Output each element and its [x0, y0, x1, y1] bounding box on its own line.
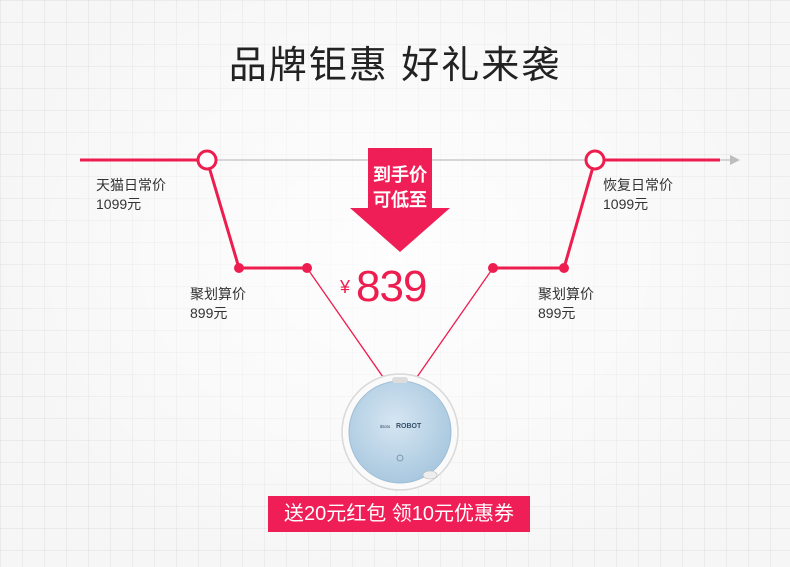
node-juhua-right-1 — [488, 263, 498, 273]
final-price: ¥839 — [340, 262, 427, 312]
price-path-right — [493, 158, 720, 270]
label-tmall-value: 1099元 — [96, 196, 142, 212]
robot-brand-prefix: iBoto — [380, 424, 391, 429]
price-amount: 839 — [356, 262, 427, 311]
node-tmall — [196, 149, 218, 171]
label-juhua-right: 聚划算价 899元 — [538, 285, 594, 323]
label-restore-value: 1099元 — [603, 196, 649, 212]
node-restore — [584, 149, 606, 171]
label-juhua-left: 聚划算价 899元 — [190, 285, 246, 323]
label-juhua-right-name: 聚划算价 — [538, 286, 594, 302]
connector-left — [306, 267, 384, 378]
currency-symbol: ¥ — [340, 277, 351, 297]
node-juhua-left-2 — [302, 263, 312, 273]
robot-brand-logo: ROBOT — [396, 423, 422, 430]
axis-arrow-icon — [730, 155, 740, 165]
label-juhua-right-value: 899元 — [538, 305, 576, 321]
promo-banner[interactable]: 送20元红包 领10元优惠券 — [268, 496, 530, 532]
robot-vacuum-product-image: iBoto ROBOT — [341, 373, 459, 491]
node-juhua-right-2 — [559, 263, 569, 273]
connector-right — [416, 267, 494, 378]
label-juhua-left-name: 聚划算价 — [190, 286, 246, 302]
label-tmall-name: 天猫日常价 — [96, 177, 166, 193]
page-title: 品牌钜惠 好礼来袭 — [228, 45, 562, 87]
label-restore-name: 恢复日常价 — [603, 177, 673, 193]
label-tmall-price: 天猫日常价 1099元 — [96, 176, 166, 214]
label-juhua-left-value: 899元 — [190, 305, 228, 321]
badge-line-1: 到手价 — [373, 165, 427, 185]
label-restore-price: 恢复日常价 1099元 — [603, 176, 673, 214]
badge-text: 到手价 可低至 — [352, 163, 448, 213]
badge-line-2: 可低至 — [373, 190, 427, 210]
down-arrow-badge-icon — [350, 148, 450, 252]
robot-power-icon — [396, 454, 404, 462]
node-juhua-left-1 — [234, 263, 244, 273]
price-path — [80, 158, 307, 270]
